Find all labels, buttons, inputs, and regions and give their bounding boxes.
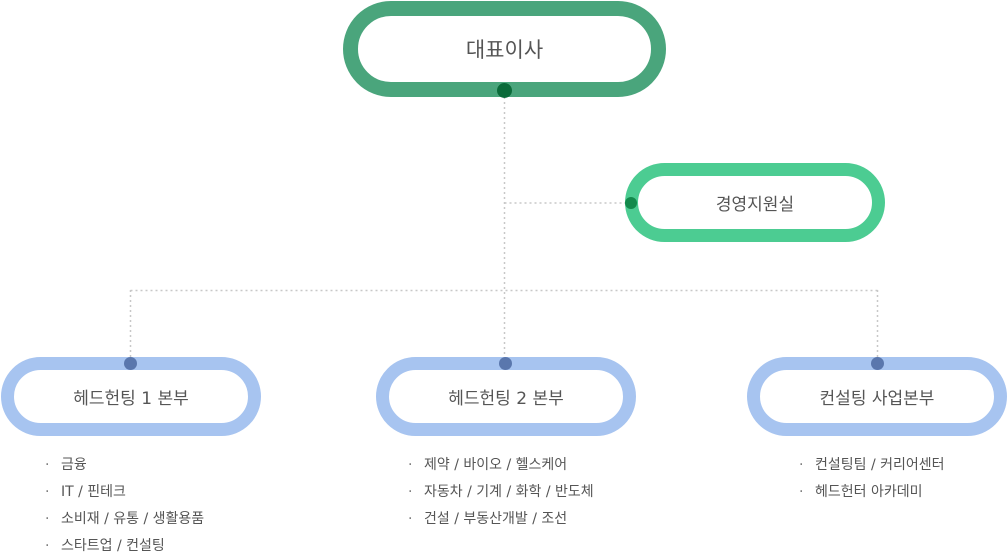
ceo-label: 대표이사 — [465, 38, 544, 62]
sector-item: 제약 / 바이오 / 헬스케어 — [408, 452, 594, 479]
ceo-node: 대표이사 — [343, 1, 666, 97]
sector-item: IT / 핀테크 — [45, 479, 204, 506]
division-label: 헤드헌팅 2 본부 — [448, 389, 564, 409]
ceo-connector-dot — [497, 83, 512, 98]
division-connector-dot — [871, 357, 884, 370]
division-label: 헤드헌팅 1 본부 — [73, 389, 189, 409]
division-label: 컨설팅 사업본부 — [819, 389, 935, 409]
support-office-label: 경영지원실 — [715, 195, 795, 215]
sector-item: 소비재 / 유통 / 생활용품 — [45, 506, 204, 533]
division-2-sector-list: 제약 / 바이오 / 헬스케어 자동차 / 기계 / 화학 / 반도체 건설 /… — [408, 452, 594, 533]
support-office-node: 경영지원실 — [625, 163, 885, 242]
sector-item: 헤드헌터 아카데미 — [799, 479, 945, 506]
division-1-sector-list: 금융 IT / 핀테크 소비재 / 유통 / 생활용품 스타트업 / 컨설팅 — [45, 452, 204, 560]
sector-item: 자동차 / 기계 / 화학 / 반도체 — [408, 479, 594, 506]
division-3-sector-list: 컨설팅팀 / 커리어센터 헤드헌터 아카데미 — [799, 452, 945, 506]
sector-item: 금융 — [45, 452, 204, 479]
division-connector-dot — [124, 357, 137, 370]
division-node-headhunting-2: 헤드헌팅 2 본부 — [376, 357, 636, 436]
sector-item: 건설 / 부동산개발 / 조선 — [408, 506, 594, 533]
support-office-connector-dot — [625, 197, 637, 209]
division-connector-dot — [499, 357, 512, 370]
sector-item: 스타트업 / 컨설팅 — [45, 533, 204, 560]
sector-item: 컨설팅팀 / 커리어센터 — [799, 452, 945, 479]
